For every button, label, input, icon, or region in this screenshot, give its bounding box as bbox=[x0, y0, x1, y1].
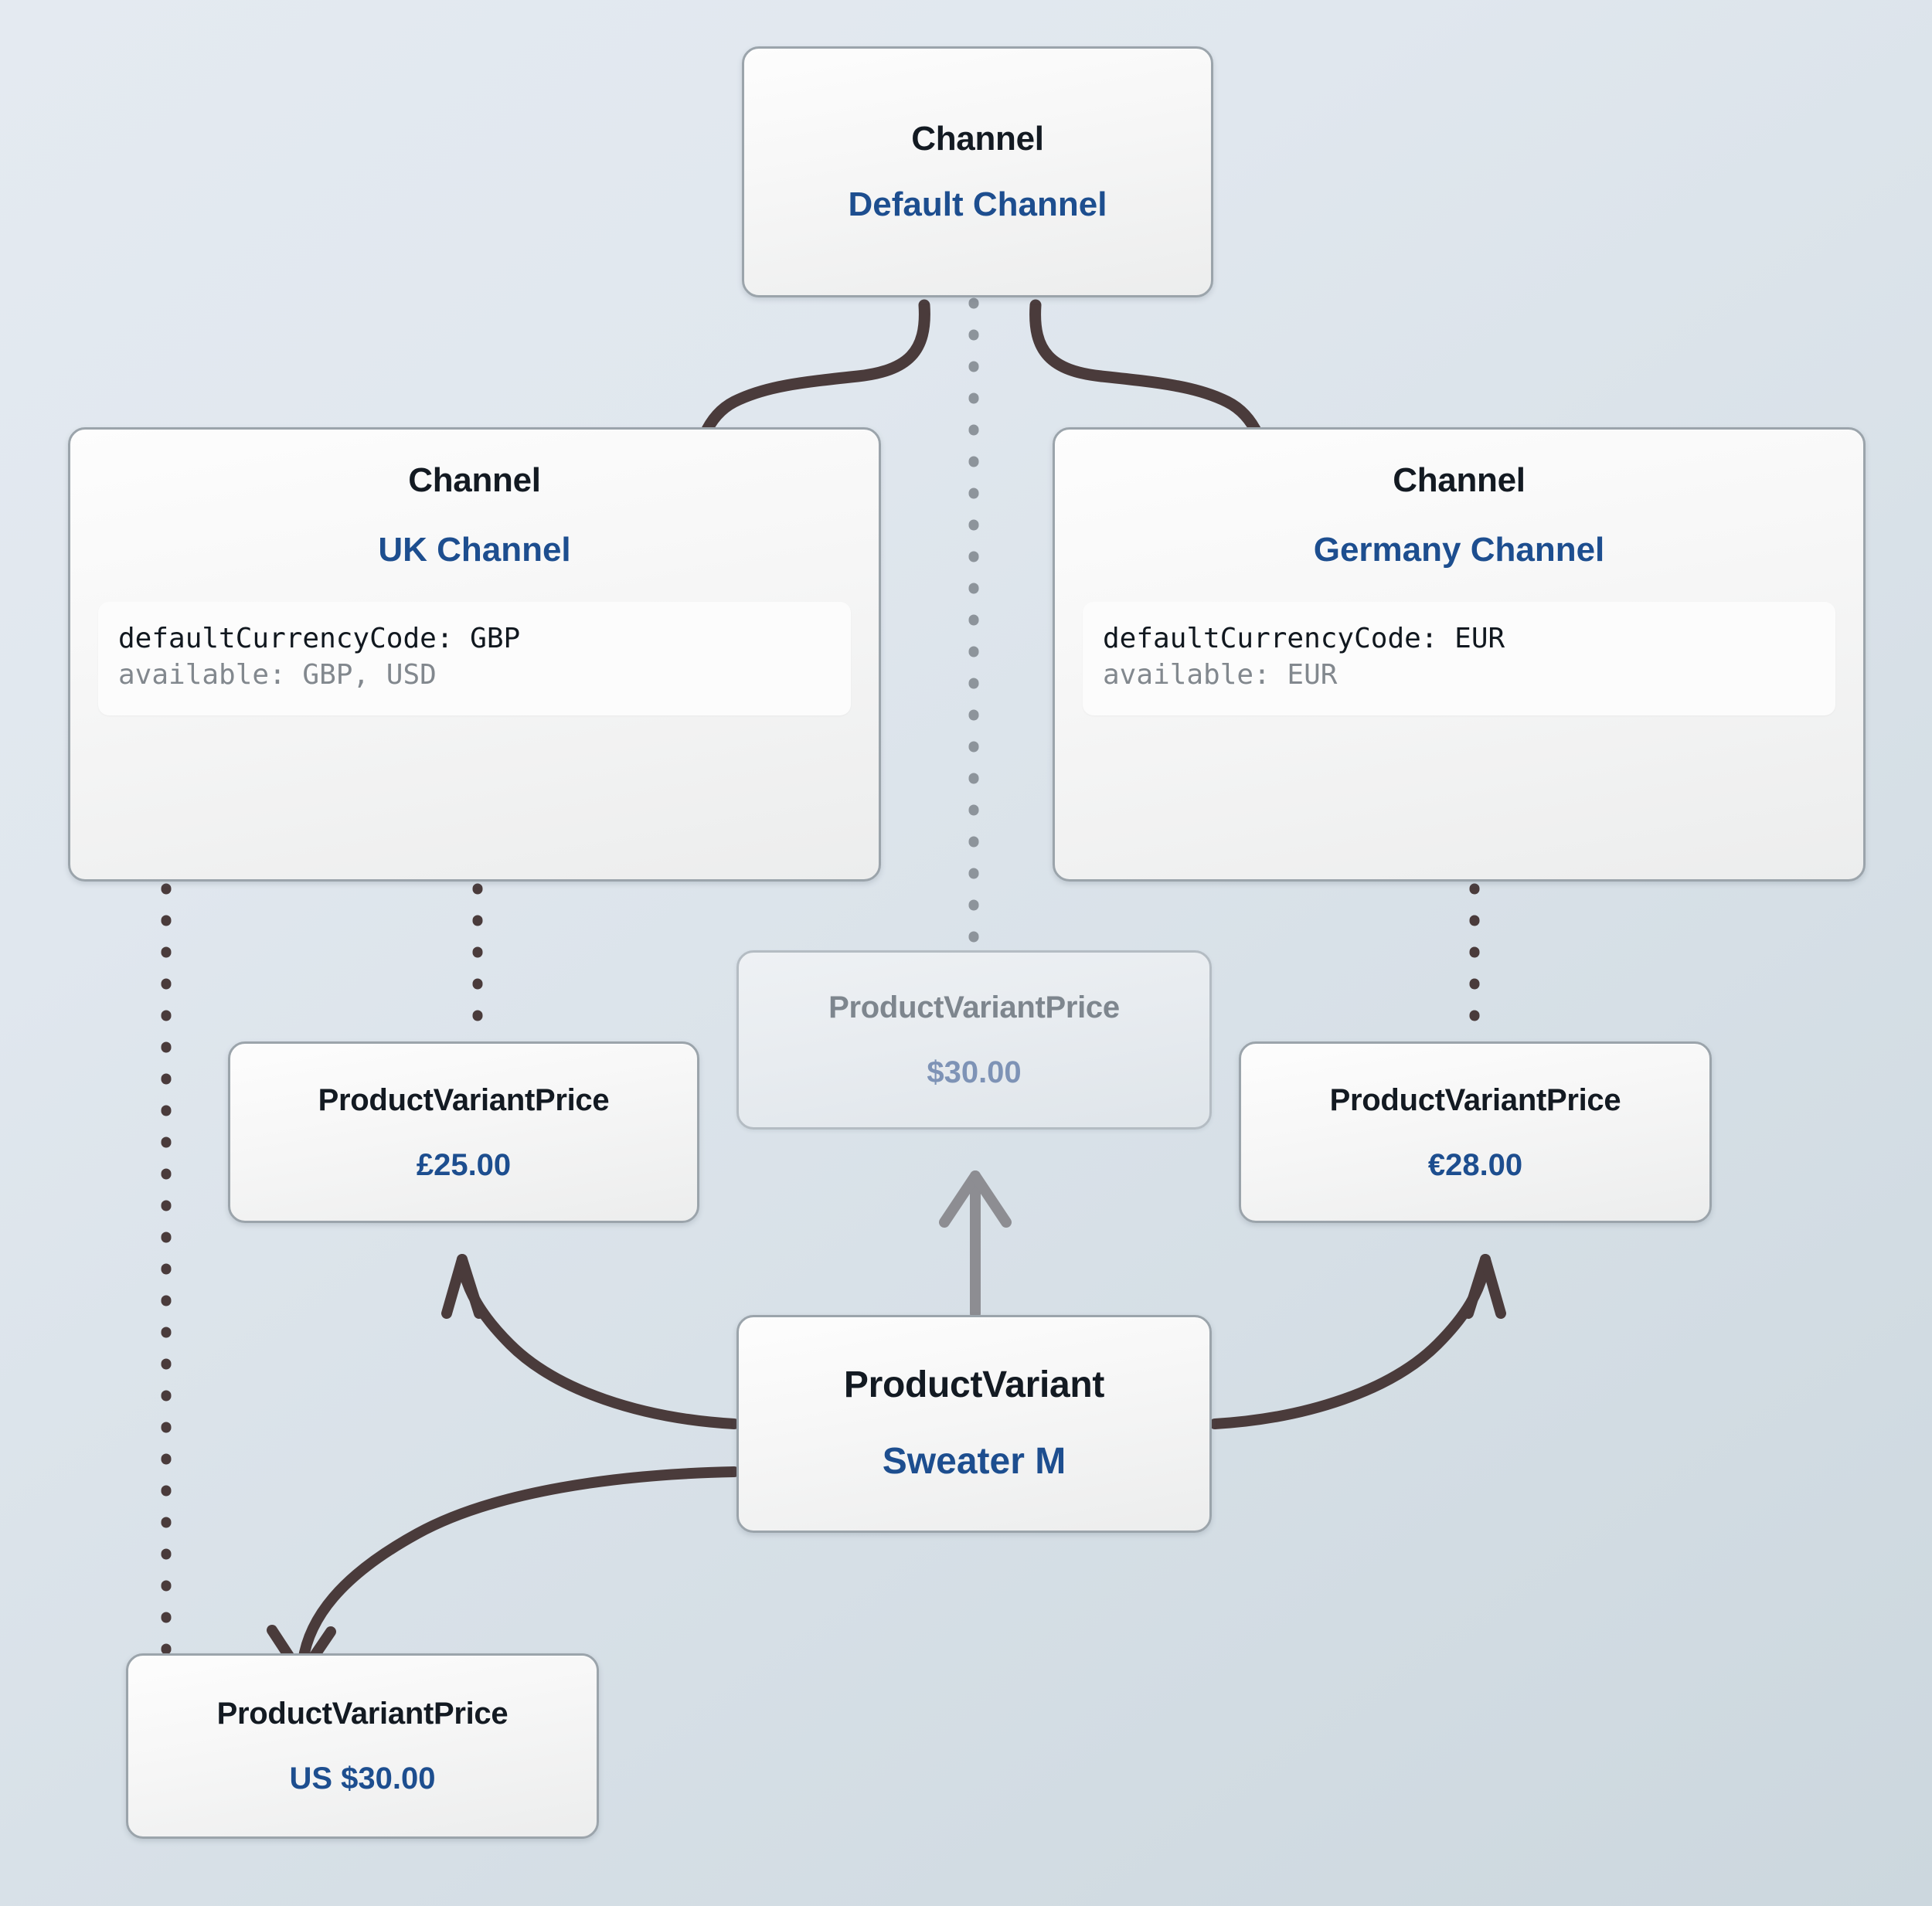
node-type-label: Channel bbox=[911, 120, 1044, 158]
node-value-label: Germany Channel bbox=[1313, 531, 1605, 569]
node-price-default-channel[interactable]: ProductVariantPrice $30.00 bbox=[736, 950, 1212, 1130]
node-type-label: ProductVariantPrice bbox=[1329, 1082, 1621, 1117]
node-default-channel[interactable]: Channel Default Channel bbox=[742, 46, 1213, 297]
edge-variant-to-price-uk bbox=[441, 1254, 740, 1429]
node-value-label: US $30.00 bbox=[289, 1762, 436, 1796]
node-type-label: Channel bbox=[408, 461, 541, 499]
node-type-label: ProductVariantPrice bbox=[828, 990, 1120, 1024]
field-default-currency-code: defaultCurrencyCode: EUR bbox=[1103, 622, 1505, 654]
field-available-currencies: available: GBP, USD bbox=[118, 659, 437, 691]
node-value-label: €28.00 bbox=[1427, 1147, 1523, 1182]
node-type-label: ProductVariantPrice bbox=[318, 1082, 610, 1117]
node-value-label: Sweater M bbox=[882, 1441, 1066, 1482]
edge-variant-to-price-us bbox=[267, 1466, 740, 1680]
node-type-label: ProductVariant bbox=[843, 1364, 1105, 1406]
node-type-label: Channel bbox=[1393, 461, 1526, 499]
edge-variant-to-price-default bbox=[939, 1170, 1012, 1319]
node-product-variant[interactable]: ProductVariant Sweater M bbox=[736, 1315, 1212, 1533]
node-germany-channel[interactable]: Channel Germany Channel defaultCurrencyC… bbox=[1053, 427, 1866, 882]
field-available-currencies: available: EUR bbox=[1103, 659, 1338, 691]
node-price-uk[interactable]: ProductVariantPrice £25.00 bbox=[228, 1041, 699, 1223]
field-default-currency-code: defaultCurrencyCode: GBP bbox=[118, 622, 521, 654]
node-value-label: Default Channel bbox=[848, 185, 1107, 223]
uk-channel-fields-panel: defaultCurrencyCode: GBP available: GBP,… bbox=[98, 601, 851, 715]
edge-variant-to-price-germany bbox=[1209, 1254, 1506, 1429]
germany-channel-fields-panel: defaultCurrencyCode: EUR available: EUR bbox=[1083, 601, 1835, 715]
node-value-label: $30.00 bbox=[927, 1055, 1022, 1089]
node-price-germany[interactable]: ProductVariantPrice €28.00 bbox=[1239, 1041, 1712, 1223]
node-price-us[interactable]: ProductVariantPrice US $30.00 bbox=[126, 1653, 599, 1839]
node-value-label: UK Channel bbox=[378, 531, 571, 569]
node-uk-channel[interactable]: Channel UK Channel defaultCurrencyCode: … bbox=[68, 427, 881, 882]
node-type-label: ProductVariantPrice bbox=[216, 1697, 509, 1731]
node-value-label: £25.00 bbox=[416, 1147, 512, 1182]
